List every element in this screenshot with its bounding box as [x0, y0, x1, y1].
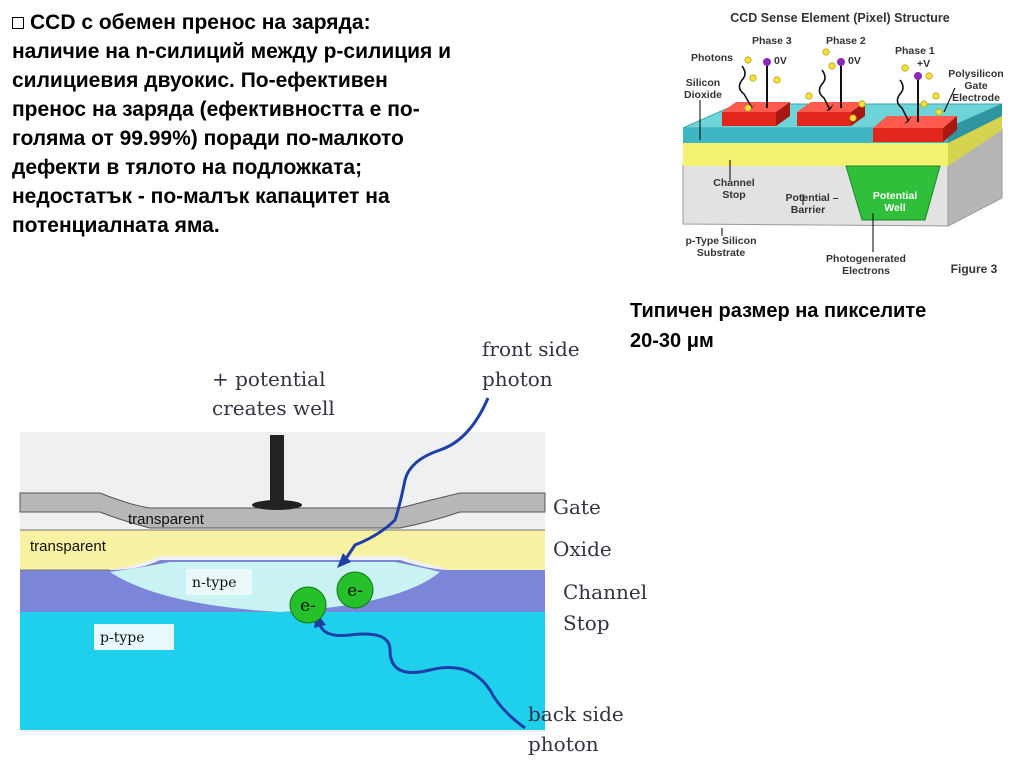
photon-arrowhead-2 [826, 104, 834, 111]
phase-1-terminal [914, 72, 922, 122]
photogenerated-label-2: Electrons [842, 265, 890, 277]
front-side-label-2: photon [482, 367, 553, 391]
gate-electrode-2 [797, 102, 865, 126]
pixel-size-line-1: Типичен размер на пикселите [630, 300, 927, 322]
description-line-7: недостатък - по-малък капацитет на [12, 185, 390, 208]
p-type-label-bg [94, 624, 174, 650]
gate-electrode-3 [722, 102, 790, 126]
front-side-photon-path [343, 397, 490, 561]
phase-1-voltage: +V [917, 58, 930, 70]
pixel-size-note: Типичен размер на пикселите 20-30 μм [630, 296, 1020, 356]
front-side-photon-arrowhead [337, 553, 351, 568]
description-text: CCD с обемен пренос на заряда: наличие на… [12, 8, 572, 240]
electron-1-label: e- [300, 596, 316, 616]
phase-2-terminal [837, 58, 845, 108]
pixel-size-line-2: 20-30 μм [630, 330, 714, 352]
gate-layer [19, 492, 546, 529]
transparent-oxide-label: transparent [30, 538, 107, 555]
transparent-gate-label: transparent [128, 511, 205, 528]
potential-well-shape [845, 165, 941, 221]
front-side-label-1: front side [482, 337, 580, 361]
oxide-label: Oxide [553, 537, 612, 561]
potential-label-1: + potential [212, 367, 325, 391]
electron-2: e- [336, 571, 374, 609]
p-type-region [20, 605, 545, 730]
phase-2-voltage: 0V [848, 55, 861, 67]
substrate-label-2: Substrate [697, 247, 746, 259]
p-type-label: p-type [100, 630, 144, 646]
back-side-label-1: back side [528, 702, 624, 726]
gate-label: Gate [553, 495, 601, 519]
description-line-8: потенциалната яма. [12, 214, 220, 237]
back-side-label-2: photon [528, 732, 599, 756]
channel-stop-label-1: Channel [563, 580, 647, 604]
gate-electrode-post [270, 435, 284, 501]
gate-electrode-foot [252, 500, 302, 510]
electron-1: e- [289, 586, 327, 624]
description-line-3: силициевия двуокис. По-ефективен [12, 69, 388, 92]
oxide-layer-side [948, 104, 1002, 143]
n-type-label-bg [186, 569, 252, 595]
description-line-4: пренос на заряда (ефективността е по- [12, 98, 420, 121]
channel-stop-label-2: Stop [722, 189, 745, 201]
photogenerated-label-1: Photogenerated [826, 253, 906, 265]
description-line-1: CCD с обемен пренос на заряда: [30, 11, 371, 34]
description-line-5: голяма от 99.99%) поради по-малкото [12, 127, 404, 150]
channel-stop-label-1: Channel [713, 177, 755, 189]
electron-2-label: e- [347, 581, 363, 601]
figure-title: CCD Sense Element (Pixel) Structure [730, 11, 950, 25]
phase-3-voltage: 0V [774, 55, 787, 67]
silicon-dioxide-label-1: Silicon [686, 77, 720, 89]
ccd-cross-section-figure: e- e- transparent transparent n-type p-t… [19, 337, 647, 756]
oxide-layer [20, 530, 545, 570]
back-side-photon-path [318, 624, 526, 730]
phase-1-label: Phase 1 [895, 45, 935, 57]
polysilicon-label-1: Polysilicon [948, 68, 1003, 80]
polysilicon-label-2: Gate [964, 80, 988, 92]
channel-layer-side [948, 110, 1002, 166]
phase-3-label: Phase 3 [752, 35, 792, 47]
photon-arrowhead-3 [904, 116, 912, 124]
channel-layer-front [683, 143, 948, 166]
phase-2-label: Phase 2 [826, 35, 866, 47]
ccd-pixel-structure-figure: CCD Sense Element (Pixel) Structure [665, 0, 1020, 290]
polysilicon-label-3: Electrode [952, 92, 1000, 104]
silicon-dioxide-label-2: Dioxide [684, 89, 722, 101]
channel-stop-label-2: Stop [563, 611, 610, 635]
potential-well-label-2: Well [884, 202, 905, 214]
electron-dots [744, 48, 943, 122]
substrate-label-1: p-Type Silicon [686, 235, 757, 247]
leader-lines [699, 87, 956, 252]
figure-caption: Figure 3 [951, 262, 998, 276]
description-line-2: наличие на n-силиций между p-силиция и [12, 40, 452, 63]
potential-barrier-label-2: Barrier [791, 204, 825, 216]
photons-label: Photons [691, 52, 733, 64]
n-type-label: n-type [192, 575, 237, 591]
potential-label-2: creates well [212, 396, 335, 420]
potential-well-label-1: Potential [873, 190, 917, 202]
photon-arrow-1 [738, 65, 753, 109]
photon-arrow-2 [818, 69, 831, 111]
potential-barrier-label-1: Potential – [785, 192, 838, 204]
gate-electrode-1 [873, 116, 957, 142]
phase-3-terminal [763, 58, 771, 108]
checkbox-bullet-icon [12, 17, 24, 29]
photon-arrow-3 [896, 79, 909, 121]
description-line-6: дефекти в тялото на подложката; [12, 156, 363, 179]
